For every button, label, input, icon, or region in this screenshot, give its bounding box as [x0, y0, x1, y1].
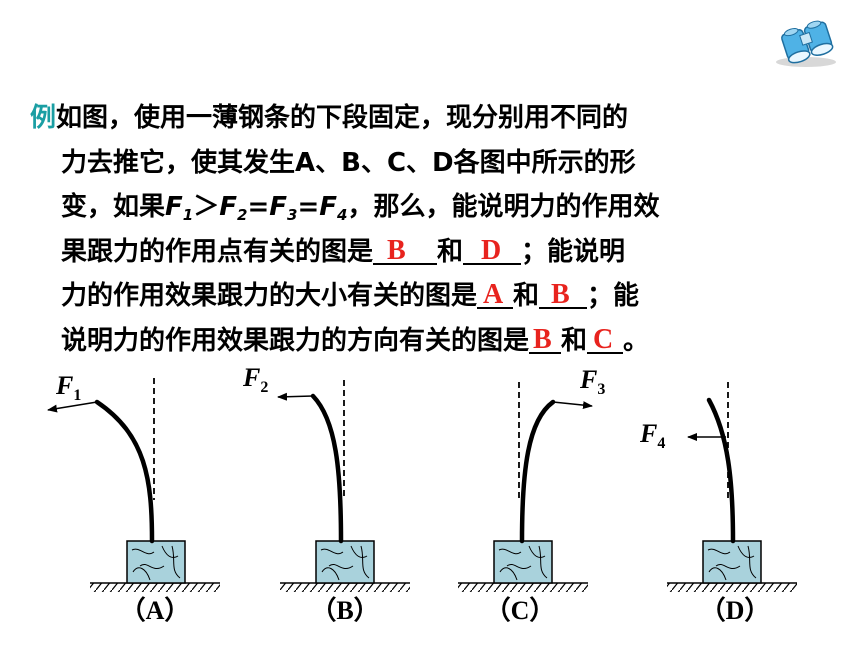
- answer-direction-2: C: [593, 323, 614, 355]
- answer-blank: B: [373, 233, 438, 266]
- block-texture: [707, 545, 757, 581]
- question-text: 例如图，使用一薄钢条的下段固定，现分别用不同的 力去推它，使其发生A、B、C、D…: [30, 96, 830, 363]
- text-segment: 力去推它，使其发生A、B、C、D各图中所示的形: [61, 147, 636, 178]
- force-arrow: [277, 392, 314, 401]
- figure-caption: （C）: [485, 596, 556, 625]
- text-segment: =: [297, 192, 320, 222]
- force-label: F3: [579, 365, 605, 398]
- figure-c: F3 （C）: [458, 365, 605, 625]
- answer-blank: B: [539, 277, 588, 310]
- block-texture: [131, 545, 181, 581]
- binoculars-icon: [776, 20, 836, 67]
- text-segment: 和: [513, 281, 540, 311]
- answer-blank: A: [477, 277, 514, 310]
- steel-strip: [310, 393, 344, 544]
- fixing-block: [702, 540, 762, 584]
- text-segment: 力的作用效果跟力的大小有关的图是: [61, 281, 478, 311]
- answer-point-1: B: [387, 234, 406, 266]
- answer-blank: B: [529, 322, 562, 355]
- text-segment: ；能: [587, 281, 640, 311]
- force-f3: F3: [269, 192, 298, 224]
- steel-strip: [94, 399, 155, 544]
- answer-size-1: A: [483, 279, 504, 310]
- force-label: F2: [242, 363, 268, 396]
- figure-caption: （A）: [120, 596, 191, 625]
- question-line-1: 例如图，使用一薄钢条的下段固定，现分别用不同的: [30, 96, 830, 141]
- question-line-2: 力去推它，使其发生A、B、C、D各图中所示的形: [30, 141, 830, 186]
- block-texture: [320, 545, 370, 581]
- fixing-block: [493, 540, 553, 584]
- answer-direction-1: B: [533, 323, 552, 355]
- block-texture: [498, 545, 548, 581]
- force-label: F1: [55, 371, 81, 404]
- ground-hatch: [667, 583, 797, 592]
- force-arrow: [47, 401, 98, 413]
- question-line-3: 变，如果F1＞F2=F3=F4，那么，能说明力的作用效: [30, 185, 830, 230]
- text-segment: 。: [623, 325, 650, 356]
- answer-point-2: D: [481, 234, 502, 266]
- ground-hatch: [280, 583, 410, 592]
- force-f4: F4: [319, 192, 348, 224]
- answer-blank: D: [463, 233, 522, 266]
- answer-blank: C: [587, 322, 624, 355]
- force-arrow: [552, 401, 593, 410]
- text-segment: =: [247, 192, 270, 222]
- steel-strip: [519, 399, 556, 544]
- figures-diagram: F1 （A） F2 （B） F3 （C） F4 （D）: [47, 363, 797, 625]
- figure-a: F1 （A）: [47, 371, 220, 625]
- example-marker: 例: [30, 103, 57, 133]
- text-segment: 和: [437, 236, 464, 267]
- ground-hatch: [90, 583, 220, 592]
- text-segment: 如图，使用一薄钢条的下段固定，现分别用不同的: [56, 103, 629, 133]
- force-label: F4: [639, 419, 665, 452]
- figure-caption: （B）: [310, 596, 379, 625]
- fixing-block: [315, 540, 375, 584]
- ground-hatch: [458, 583, 588, 592]
- text-segment: 和: [561, 325, 588, 356]
- figure-b: F2 （B）: [242, 363, 410, 625]
- text-segment: 说明力的作用效果跟力的方向有关的图是: [61, 325, 530, 356]
- fixing-block: [126, 540, 186, 584]
- force-f2: F2: [219, 192, 248, 224]
- steel-strip: [706, 397, 736, 544]
- text-segment: 果跟力的作用点有关的图是: [61, 236, 374, 267]
- text-segment: ；能说明: [521, 236, 626, 267]
- figure-caption: （D）: [700, 596, 771, 625]
- force-f1: F1: [165, 192, 194, 224]
- answer-size-2: B: [551, 279, 570, 310]
- text-segment: ，那么，能说明力的作用效: [347, 192, 660, 222]
- figure-d: F4 （D）: [639, 382, 797, 625]
- text-segment: 变，如果: [61, 192, 166, 222]
- text-segment: ＞: [193, 192, 220, 222]
